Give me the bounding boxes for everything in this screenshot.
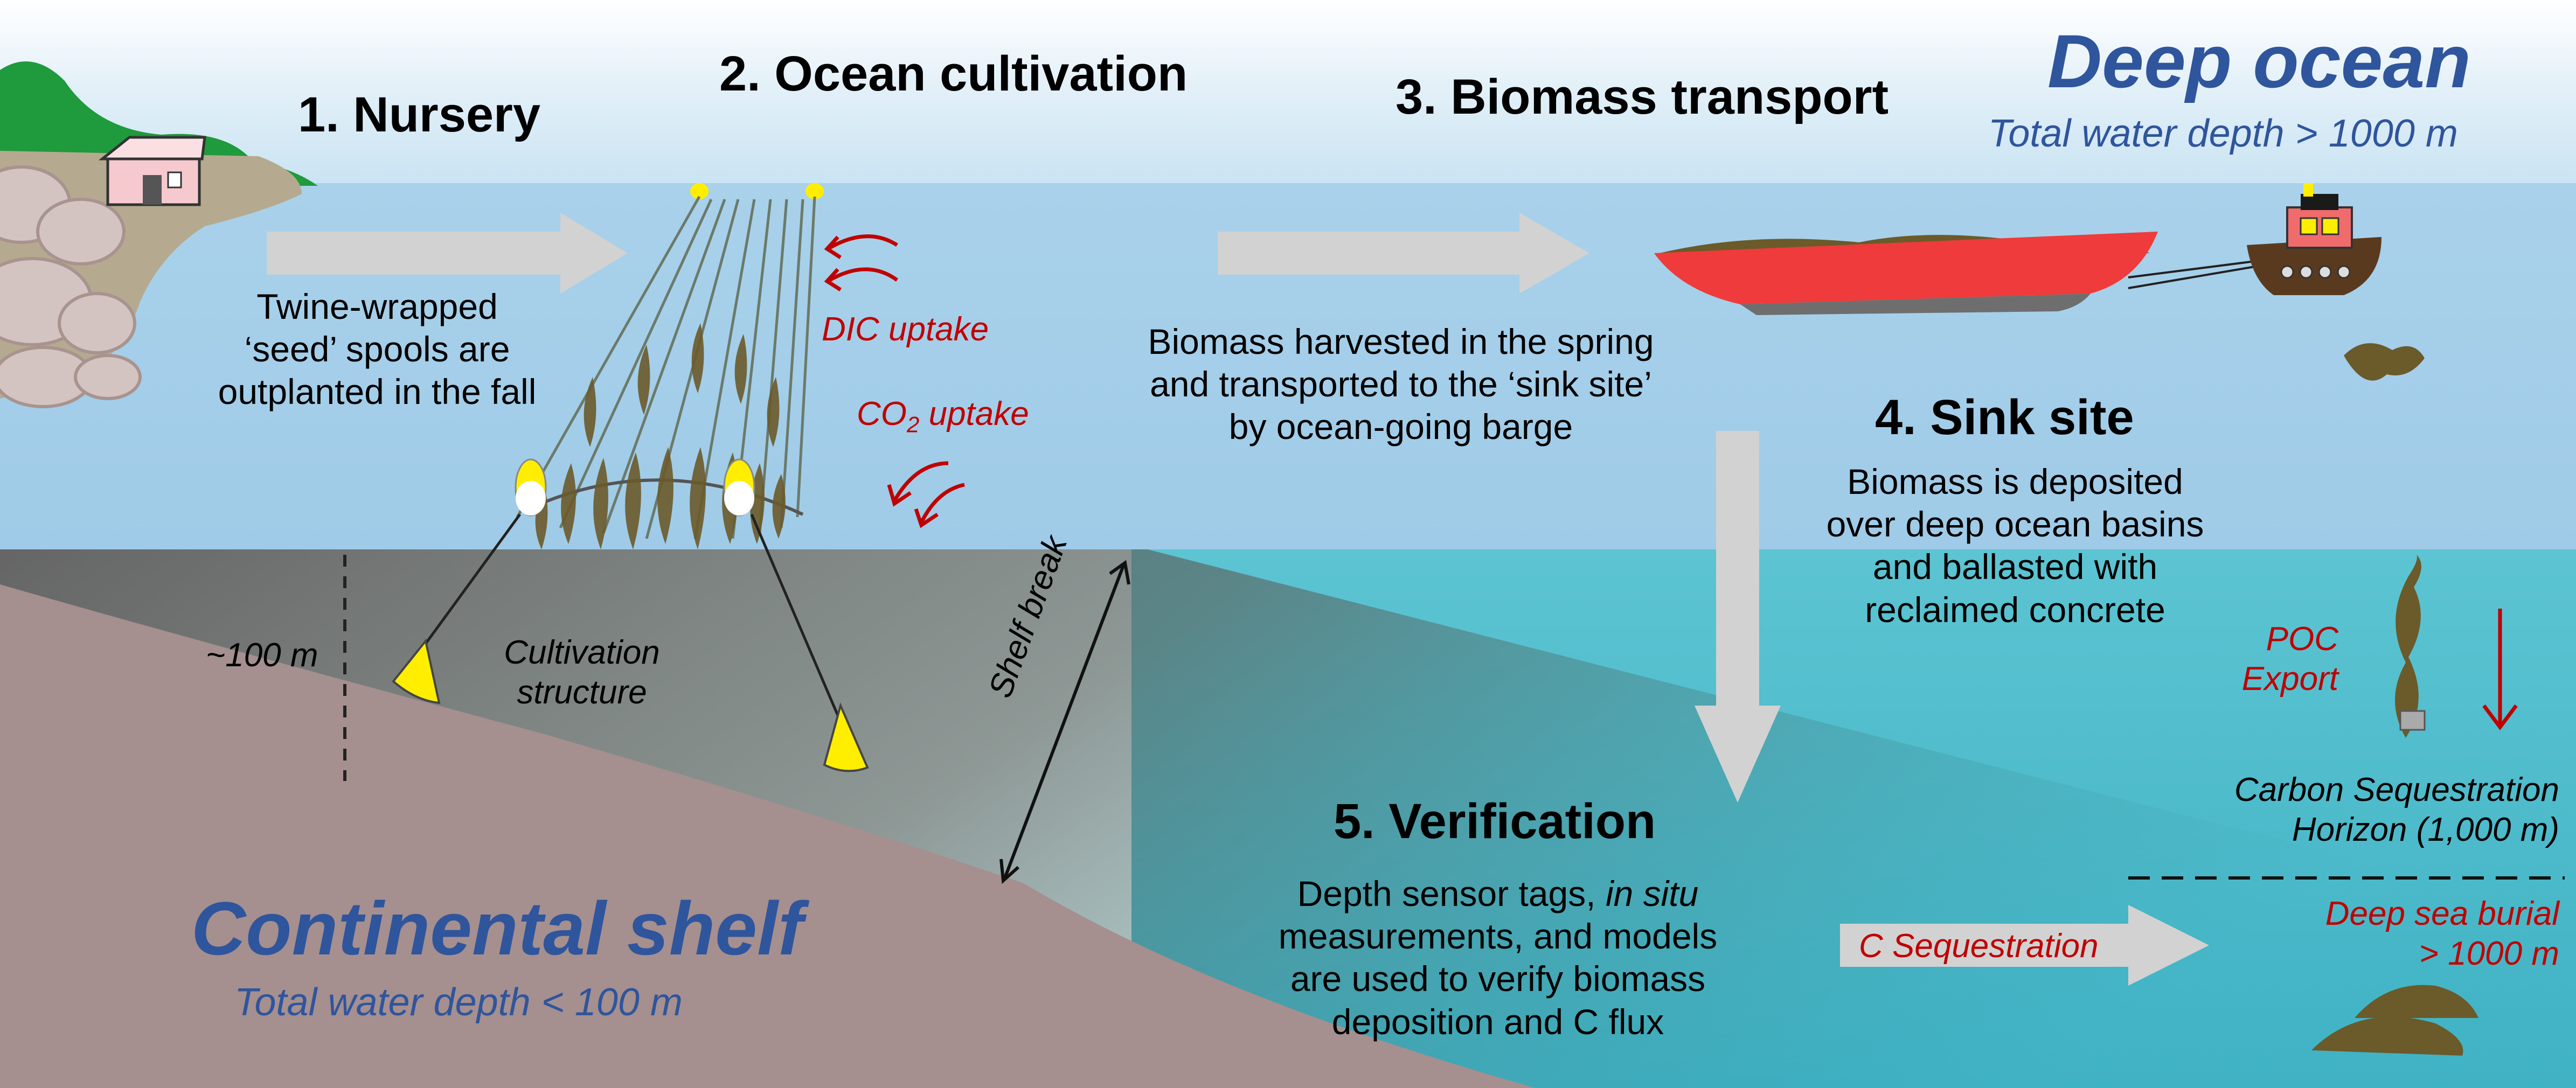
burial-line: Deep sea burial (2325, 895, 2559, 932)
sinking-biomass (2344, 343, 2425, 381)
ballasted-kelp (2395, 555, 2426, 738)
barge (1654, 232, 2158, 315)
burial-line: > 1000 m (2419, 935, 2559, 973)
verification-in-situ: in situ (1605, 874, 1699, 913)
surface-buoys (690, 183, 824, 199)
nursery-description: Twine-wrapped ‘seed’ spools are outplant… (178, 285, 577, 414)
sink-site-title: 4. Sink site (1875, 390, 2134, 445)
sink-line: reclaimed concrete (1865, 589, 2165, 630)
verification-line: are used to verify biomass (1290, 959, 1706, 999)
horizon-line: Horizon (1,000 m) (2292, 811, 2559, 849)
deep-sea-burial-label: Deep sea burial > 1000 m (2182, 894, 2559, 974)
deep-ocean-subtitle: Total water depth > 1000 m (1988, 112, 2458, 155)
rocks (0, 165, 142, 408)
arrow-nursery-to-cultivation (267, 213, 628, 294)
verification-line: deposition and C flux (1331, 1001, 1664, 1042)
structure-line: Cultivation (504, 634, 660, 671)
continental-shelf-subtitle: Total water depth < 100 m (234, 981, 683, 1024)
verification-line: Depth sensor tags, in situ (1202, 873, 1794, 915)
verification-line1-prefix: Depth sensor tags, (1297, 874, 1606, 913)
shelf-break-arrow (999, 560, 1130, 884)
kelp-blades (535, 323, 786, 549)
transport-description: Biomass harvested in the spring and tran… (1099, 320, 1703, 449)
verification-line: measurements, and models (1278, 916, 1718, 957)
transport-line: Biomass harvested in the spring (1148, 322, 1654, 361)
subsurface-buoys (515, 458, 755, 517)
deep-ocean-title: Deep ocean (2047, 19, 2471, 103)
structure-line: structure (517, 674, 647, 712)
nursery-line: Twine-wrapped (256, 287, 498, 326)
nursery-line: outplanted in the fall (218, 372, 537, 412)
anchors (392, 638, 869, 772)
transport-line: by ocean-going barge (1228, 407, 1573, 447)
co2-prefix: CO (857, 395, 907, 433)
nursery-title: 1. Nursery (298, 87, 541, 142)
poc-line: Export (2241, 660, 2338, 698)
nursery-building (98, 136, 206, 206)
horizon-line: Carbon Sequestration (2234, 771, 2559, 808)
co2-uptake-label: CO2 uptake (857, 394, 1029, 438)
arrow-c-sequestration (1840, 905, 2209, 986)
arrow-cultivation-to-transport (1218, 213, 1589, 294)
continental-shelf-title: Continental shelf (191, 886, 803, 971)
co2-suffix: uptake (919, 395, 1029, 433)
sequestration-horizon-label: Carbon Sequestration Horizon (1,000 m) (2134, 770, 2559, 850)
co2-uptake-arrow (887, 461, 965, 528)
co2-subscript: 2 (907, 412, 920, 437)
transport-line: and transported to the ‘sink site’ (1150, 364, 1652, 404)
dic-uptake-label: DIC uptake (822, 311, 989, 348)
dic-uptake-arrow (824, 234, 899, 291)
transport-title: 3. Biomass transport (1395, 69, 1889, 124)
cultivation-structure-label: Cultivation structure (490, 633, 673, 713)
poc-line: POC (2266, 620, 2338, 658)
depth-100-label: ~100 m (206, 637, 318, 674)
arrow-sink-to-verification (1695, 431, 1781, 803)
seafloor (0, 584, 1536, 1088)
cultivation-title: 2. Ocean cultivation (719, 46, 1188, 101)
sink-line: over deep ocean basins (1826, 504, 2204, 545)
poc-export-arrow (2482, 609, 2518, 730)
verification-description: Depth sensor tags, in situ measurements,… (1202, 873, 1794, 1043)
poc-export-label: POC Export (2198, 619, 2338, 700)
sink-line: Biomass is deposited (1847, 462, 2183, 501)
sink-site-description: Biomass is deposited over deep ocean bas… (1778, 461, 2252, 631)
nursery-line: ‘seed’ spools are (244, 329, 510, 369)
deep-sea-mounds (2311, 985, 2478, 1056)
c-sequestration-label: C Sequestration (1859, 927, 2099, 965)
tow-lines (2128, 260, 2255, 289)
mooring-lines (424, 513, 842, 722)
verification-title: 5. Verification (1334, 794, 1656, 849)
tugboat (2247, 183, 2381, 295)
sink-line: and ballasted with (1872, 547, 2158, 587)
